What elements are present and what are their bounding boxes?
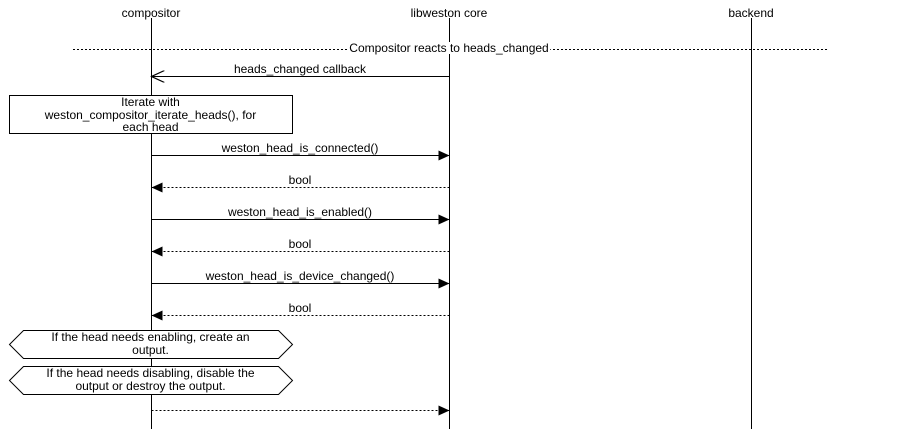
participant-label-backend: backend <box>728 6 774 20</box>
message-label-bool-return-enabled: bool <box>288 237 312 251</box>
message-label-bool-return-connected: bool <box>288 173 312 187</box>
message-label-weston-head-is-enabled: weston_head_is_enabled() <box>227 205 373 219</box>
note-line: Iterate with <box>121 95 180 109</box>
condition-line: output. <box>132 342 169 357</box>
message-label-heads-changed-callback: heads_changed callback <box>233 62 367 76</box>
condition-line: output or destroy the output. <box>75 378 226 393</box>
message-label-weston-head-is-device-changed: weston_head_is_device_changed() <box>205 269 395 283</box>
participant-label-compositor: compositor <box>121 6 181 20</box>
condition-shape-condition-disable-output <box>8 366 294 395</box>
message-label-weston-head-is-connected: weston_head_is_connected() <box>221 141 379 155</box>
condition-text-condition-disable-output: If the head needs disabling, disable the… <box>23 367 278 392</box>
note-line: weston_compositor_iterate_heads(), for <box>44 107 257 122</box>
separator-label-heads-changed-separator: Compositor reacts to heads_changed <box>347 41 551 55</box>
participant-label-libweston-core: libweston core <box>410 6 488 20</box>
condition-line: If the head needs disabling, disable the <box>46 366 255 380</box>
condition-line: If the head needs enabling, create an <box>51 330 250 344</box>
note-line: each head <box>122 120 179 134</box>
condition-shape-condition-enable-output <box>8 330 294 359</box>
message-label-bool-return-device-changed: bool <box>288 301 312 315</box>
note-box-iterate-heads-note <box>9 95 293 134</box>
